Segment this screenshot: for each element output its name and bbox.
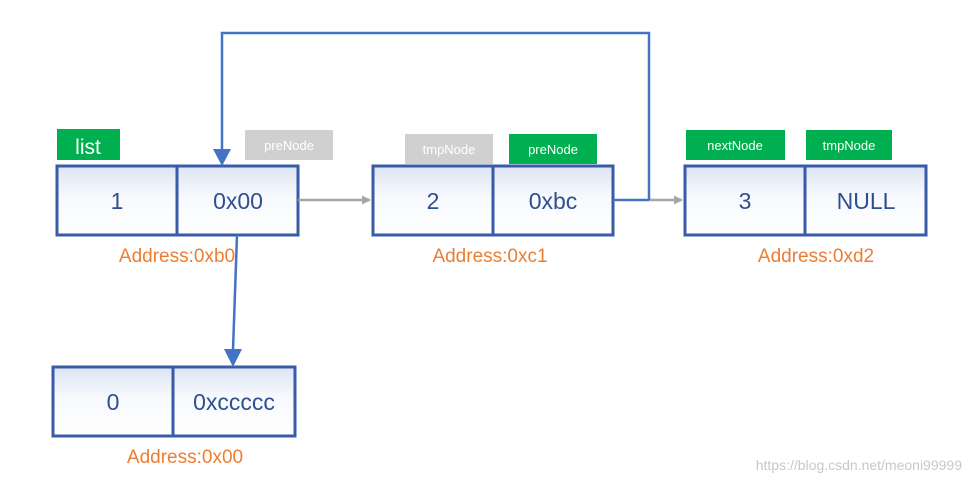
node-1-pointer: 0x00 <box>213 188 263 214</box>
node-2-value: 2 <box>427 188 440 214</box>
arrow-node1-to-node0 <box>231 234 239 351</box>
node-0-pointer: 0xccccc <box>193 389 275 415</box>
list-tag: list <box>57 129 120 160</box>
tmpnode-tag-gray-label: tmpNode <box>423 142 476 157</box>
prenode-tag-green-label: preNode <box>528 142 578 157</box>
tmpnode-tag-green: tmpNode <box>806 130 892 160</box>
arrow-loop-head <box>213 149 231 166</box>
node-3-value: 3 <box>739 188 752 214</box>
node-0-value: 0 <box>107 389 120 415</box>
node-3: 3 NULL <box>683 164 928 237</box>
list-tag-label: list <box>75 136 101 159</box>
node-2-pointer: 0xbc <box>529 188 578 214</box>
node-0: 0 0xccccc <box>51 365 297 438</box>
tmpnode-tag-gray: tmpNode <box>405 134 493 164</box>
nextnode-tag: nextNode <box>686 130 785 160</box>
prenode-tag-gray: preNode <box>245 130 333 160</box>
node-3-pointer: NULL <box>837 188 896 214</box>
node-1-address: Address:0xb0 <box>119 246 235 267</box>
arrow-node0-head <box>224 349 242 367</box>
node-1-value: 1 <box>111 188 124 214</box>
node-1: 1 0x00 <box>55 164 300 237</box>
watermark: https://blog.csdn.net/meoni99999 <box>756 457 962 473</box>
node-0-address: Address:0x00 <box>127 447 243 468</box>
arrow-loop-to-node1 <box>220 31 651 200</box>
node-2-address: Address:0xc1 <box>432 246 547 267</box>
nextnode-tag-label: nextNode <box>707 138 763 153</box>
node-3-address: Address:0xd2 <box>758 246 874 267</box>
prenode-tag-gray-label: preNode <box>264 138 314 153</box>
node-2: 2 0xbc <box>371 164 615 237</box>
tmpnode-tag-green-label: tmpNode <box>823 138 876 153</box>
prenode-tag-green: preNode <box>509 134 597 164</box>
